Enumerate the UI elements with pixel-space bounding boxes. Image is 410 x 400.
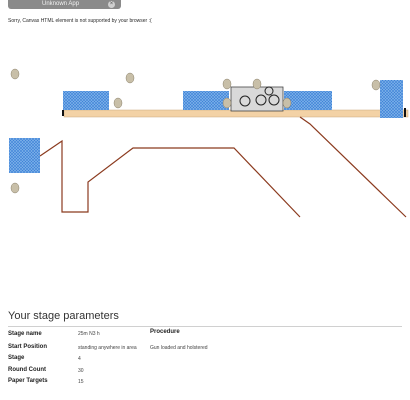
no-shoot-panel xyxy=(183,91,229,110)
params-title: Your stage parameters xyxy=(8,310,119,322)
param-label: Stage name xyxy=(8,331,42,337)
procedure-label: Procedure xyxy=(150,329,180,335)
gun-box-circle xyxy=(264,86,274,96)
wall-marker xyxy=(62,110,64,116)
param-label: Paper Targets xyxy=(8,378,48,384)
fault-line-wall xyxy=(39,139,301,218)
no-shoot-panel xyxy=(9,138,40,173)
param-label: Start Position xyxy=(8,344,48,350)
no-shoot-panel xyxy=(63,91,109,110)
steel-target xyxy=(113,97,123,109)
procedure-value: Gun loaded and holstered xyxy=(150,345,208,351)
fault-line-wall xyxy=(299,116,407,218)
steel-target xyxy=(10,68,20,80)
canvas-unsupported-notice: Sorry, Canvas HTML element is not suppor… xyxy=(8,18,152,24)
wall-marker xyxy=(404,108,406,117)
divider xyxy=(8,326,402,327)
param-value: 25m N3 h xyxy=(78,331,100,337)
no-shoot-panel xyxy=(380,80,403,118)
gun-box-circle xyxy=(268,94,280,106)
steel-target xyxy=(125,72,135,84)
close-icon[interactable]: × xyxy=(108,1,115,8)
param-value: 30 xyxy=(78,368,84,374)
param-label: Stage xyxy=(8,355,25,361)
gun-box-circle xyxy=(255,94,267,106)
steel-target xyxy=(222,78,232,90)
param-value: 15 xyxy=(78,379,84,385)
steel-target xyxy=(10,182,20,194)
steel-target xyxy=(282,97,292,109)
top-tab-bar: Unknown App × xyxy=(8,0,121,9)
no-shoot-panel xyxy=(284,91,332,110)
steel-target xyxy=(371,79,381,91)
steel-target xyxy=(252,78,262,90)
param-value: 4 xyxy=(78,356,81,362)
tab-label: Unknown App xyxy=(42,1,80,7)
param-label: Round Count xyxy=(8,367,46,373)
param-value: standing anywhere in area xyxy=(78,345,137,351)
steel-target xyxy=(222,97,232,109)
stage-parameters-panel: Your stage parameters Stage name 25m N3 … xyxy=(0,300,410,400)
gun-box-circle xyxy=(239,95,251,107)
gun-box xyxy=(230,86,284,112)
stage-map-canvas xyxy=(9,68,409,218)
